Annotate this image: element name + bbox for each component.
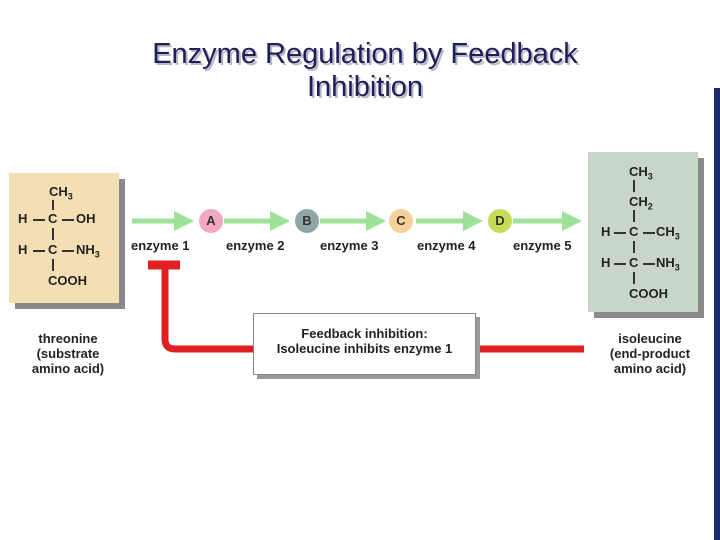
slide-edge-bar	[714, 88, 720, 540]
threonine-h-2: H	[18, 242, 28, 257]
feedback-inhibition-box: Feedback inhibition: Isoleucine inhibits…	[253, 313, 476, 375]
intermediate-c-circle: C	[389, 209, 413, 233]
enzyme-4-label: enzyme 4	[417, 238, 476, 253]
isoleucine-caption: isoleucine (end-product amino acid)	[600, 331, 700, 376]
intermediate-d-circle: D	[488, 209, 512, 233]
feedback-line-2: Isoleucine inhibits enzyme 1	[276, 341, 453, 356]
intermediate-b-circle: B	[295, 209, 319, 233]
isoleucine-c-1: C	[629, 224, 639, 239]
isoleucine-nh3: NH3	[656, 255, 680, 273]
threonine-caption: threonine (substrate amino acid)	[22, 331, 114, 376]
threonine-desc-1: (substrate	[36, 346, 100, 361]
isoleucine-ch3-side: CH3	[656, 224, 680, 242]
threonine-ch3: CH3	[49, 184, 73, 202]
threonine-name: threonine	[38, 331, 98, 346]
feedback-line-1: Feedback inhibition:	[301, 326, 428, 341]
isoleucine-ch2: CH2	[629, 194, 653, 212]
threonine-h-1: H	[18, 211, 28, 226]
isoleucine-ch3-top: CH3	[629, 164, 653, 182]
title-line-2: Inhibition	[306, 71, 424, 103]
threonine-c-2: C	[48, 242, 58, 257]
slide-title: Enzyme Regulation by Feedback Inhibition	[0, 38, 720, 104]
threonine-structure-box	[9, 173, 119, 303]
enzyme-2-label: enzyme 2	[226, 238, 285, 253]
threonine-oh: OH	[76, 211, 96, 226]
isoleucine-c-2: C	[629, 255, 639, 270]
enzyme-3-label: enzyme 3	[320, 238, 379, 253]
isoleucine-name: isoleucine	[618, 331, 682, 346]
threonine-c-1: C	[48, 211, 58, 226]
intermediate-a-circle: A	[199, 209, 223, 233]
isoleucine-desc-1: (end-product	[609, 346, 691, 361]
isoleucine-cooh: COOH	[629, 286, 668, 301]
enzyme-5-label: enzyme 5	[513, 238, 572, 253]
isoleucine-h-2: H	[601, 255, 611, 270]
threonine-cooh: COOH	[48, 273, 87, 288]
isoleucine-desc-2: amino acid)	[613, 361, 687, 376]
enzyme-1-label: enzyme 1	[131, 238, 190, 253]
feedback-inhibition-line	[161, 265, 584, 353]
title-line-1: Enzyme Regulation by Feedback	[152, 38, 578, 70]
isoleucine-h-1: H	[601, 224, 611, 239]
threonine-desc-2: amino acid)	[31, 361, 105, 376]
threonine-nh3: NH3	[76, 242, 100, 260]
